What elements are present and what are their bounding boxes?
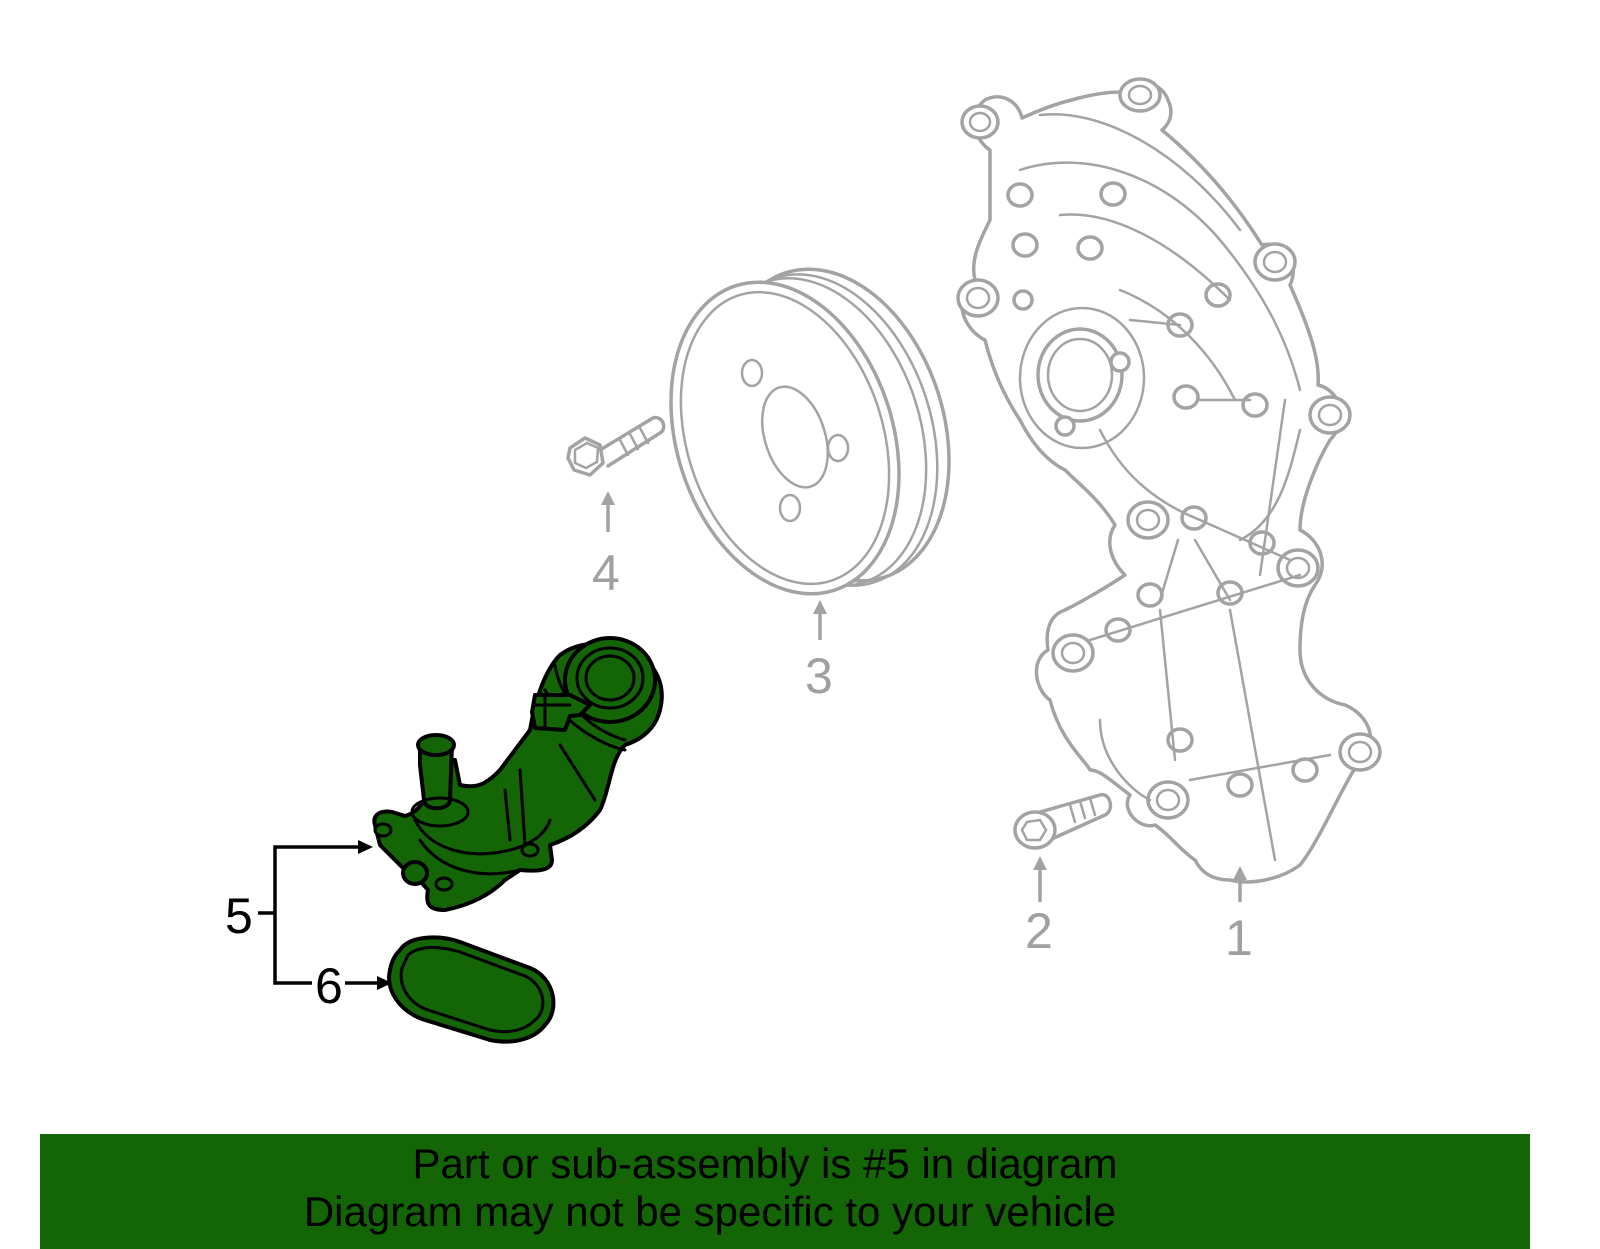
callout-5-label: 5 — [225, 888, 253, 944]
callout-2: 2 — [1025, 856, 1053, 959]
callout-1-label: 1 — [1225, 910, 1253, 966]
part-1-timing-cover[interactable] — [956, 77, 1382, 884]
banner-line-1: Part or sub-assembly is #5 in diagram — [412, 1140, 1118, 1187]
part-3-pulley[interactable] — [633, 239, 987, 623]
callout-6-label: 6 — [315, 958, 343, 1014]
part-4-bolt[interactable] — [566, 415, 666, 477]
info-banner: Part or sub-assembly is #5 in diagram Di… — [40, 1134, 1530, 1249]
callout-4: 4 — [592, 491, 620, 601]
banner-line-2: Diagram may not be specific to your vehi… — [303, 1188, 1117, 1235]
callout-2-label: 2 — [1025, 903, 1053, 959]
callout-3-label: 3 — [805, 648, 833, 704]
part-6-gasket[interactable] — [387, 935, 556, 1044]
callout-1: 1 — [1225, 866, 1253, 966]
callout-5-6-bracket: 5 6 — [225, 840, 392, 1014]
callout-3: 3 — [805, 600, 833, 704]
part-5-water-pump[interactable] — [372, 636, 664, 912]
part-2-bolt[interactable] — [1013, 793, 1113, 850]
callout-4-label: 4 — [592, 545, 620, 601]
